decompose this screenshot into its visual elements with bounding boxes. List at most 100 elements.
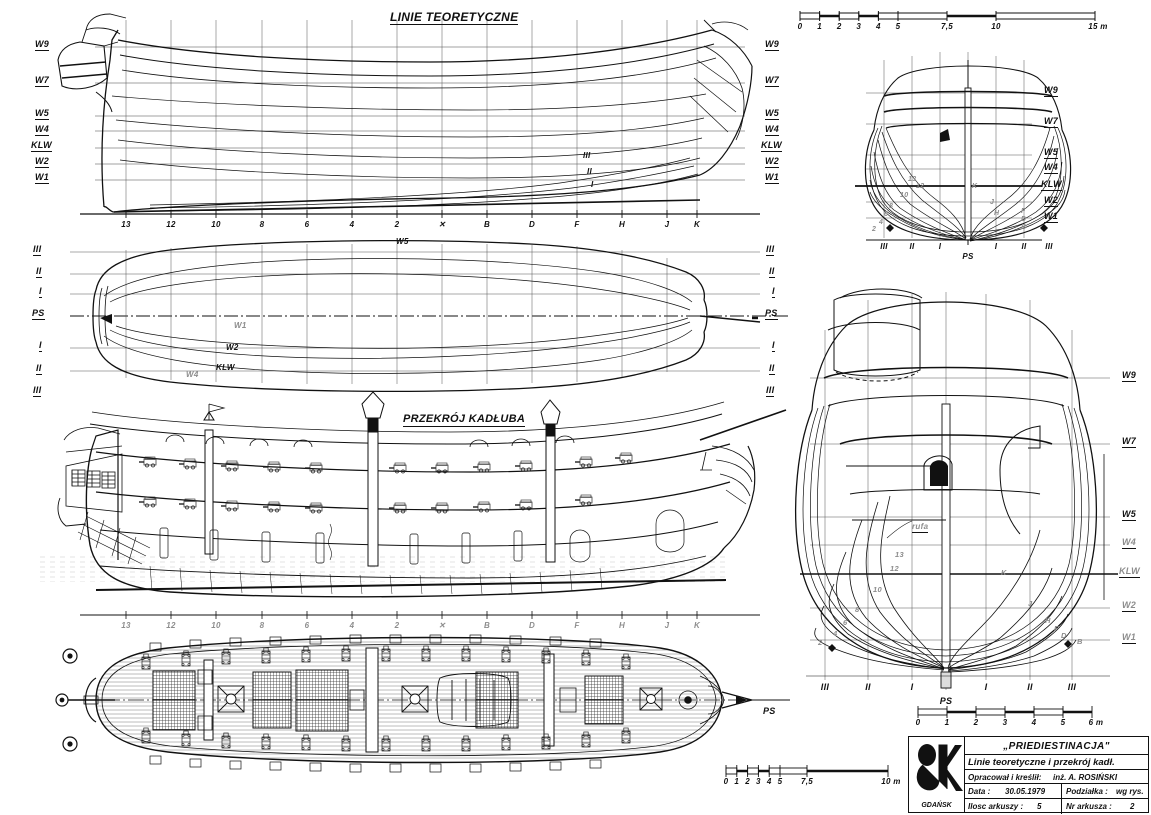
title-block-city: GDAŃSK — [921, 802, 952, 809]
scale-bl-tick-0: 0 — [723, 777, 729, 786]
bpl-waterline-klw: KLW — [1119, 566, 1140, 578]
bpl-waterline-w5: W5 — [1122, 509, 1137, 521]
date-cell: Data : 30.05.1979 — [965, 784, 1063, 798]
title-block-drawing-title-row: Linie teoretyczne i przekrój kadł. — [965, 755, 1148, 770]
scale-top-tick-5: 5 — [895, 22, 901, 31]
bpl-curve-b: B — [1077, 637, 1083, 646]
buttock-label-i-upper-left: I — [39, 286, 42, 298]
buttock-label-iii-lower-left: III — [33, 385, 42, 397]
title-block-sheets-row: Ilosc arkuszy : 5 Nr arkusza : 2 — [965, 799, 1148, 814]
bpl-curve-k: K — [1001, 568, 1007, 577]
bpl-buttock-ii-right: II — [1027, 682, 1033, 692]
scale-bar-top — [799, 11, 1096, 21]
bpl-curve-2: 2 — [818, 638, 823, 647]
bps-waterline-w1: W1 — [1044, 211, 1059, 223]
buttock-label-ii-upper-right: II — [769, 266, 775, 278]
buttock-label-i-lower-left: I — [39, 340, 42, 352]
sheet-no-label: Nr arkusza : — [1066, 802, 1112, 811]
sheet-no-cell: Nr arkusza : 2 — [1061, 799, 1148, 814]
bps-buttock-i-left: I — [938, 242, 942, 251]
bps-curve-f: F — [1021, 208, 1026, 215]
bps-curve-b: B — [1021, 224, 1027, 231]
scale-bl-tick-1: 1 — [734, 777, 740, 786]
bps-curve-6: 6 — [884, 211, 889, 218]
waterline-label-w1-left: W1 — [35, 172, 50, 184]
station-label-4: 4 — [349, 220, 355, 229]
waterline-label-w4-right: W4 — [765, 124, 780, 136]
author-label: Opracował i kreślił: — [968, 773, 1042, 782]
scale-value: wg rys. — [1116, 787, 1144, 796]
scale-bl-tick-7-5: 7,5 — [800, 777, 814, 786]
scale-bp-tick-3: 3 — [1002, 718, 1008, 727]
bpl-curve-4: 4 — [833, 629, 838, 638]
buttock-label-i-lower-right: I — [772, 340, 775, 352]
halfbreadth-label-w5: W5 — [396, 237, 409, 246]
waterline-label-w9-right: W9 — [765, 39, 780, 51]
bps-curve-2: 2 — [872, 226, 877, 233]
bps-curve-8: 8 — [889, 203, 894, 210]
drawing-title: Linie teoretyczne i przekrój kadł. — [968, 757, 1115, 768]
buttock-label-ii-upper-left: II — [36, 266, 42, 278]
bps-curve-10: 10 — [900, 192, 909, 199]
halfbreadth-label-w2: W2 — [226, 343, 239, 352]
station-label-2: 2 — [394, 220, 400, 229]
sheets-value: 5 — [1037, 802, 1042, 811]
scale-bp-tick-1: 1 — [944, 718, 950, 727]
bpl-waterline-w9: W9 — [1122, 370, 1137, 382]
bpl-buttock-iii-right: III — [1067, 682, 1077, 692]
section-station-label-10: 10 — [211, 621, 221, 630]
scale-bp-tick-4: 4 — [1031, 718, 1037, 727]
bps-buttock-ii-left: II — [909, 242, 915, 251]
bps-curve-12: 12 — [916, 183, 925, 190]
sheer-profile-view — [57, 13, 760, 218]
section-station-label-d: D — [528, 621, 536, 630]
bpl-waterline-w7: W7 — [1122, 436, 1137, 448]
scale-bp-tick-0: 0 — [915, 718, 921, 727]
bpl-note-rufa: rufa — [912, 522, 929, 533]
section-station-label-midship: ✕ — [438, 621, 446, 630]
scale-bl-end-label: 10 m — [881, 777, 901, 786]
bps-waterline-w7: W7 — [1044, 116, 1059, 128]
station-label-b: B — [483, 220, 491, 229]
bps-curve-j: J — [990, 199, 995, 206]
bpl-waterline-w1: W1 — [1122, 632, 1137, 644]
section-station-label-6: 6 — [304, 621, 310, 630]
halfbreadth-label-klw: KLW — [216, 363, 235, 372]
heading-lines-plan: LINIE TEORETYCZNE — [390, 10, 519, 25]
bps-centerline-ps: PS — [962, 252, 974, 261]
bps-curve-d: D — [1021, 216, 1027, 223]
section-station-label-f: F — [574, 621, 580, 630]
sheet-no-value: 2 — [1130, 802, 1135, 811]
bps-waterline-w4: W4 — [1044, 162, 1059, 174]
scale-top-tick-7-5: 7,5 — [940, 22, 954, 31]
bpl-curve-d: D — [1061, 631, 1067, 640]
section-station-label-b: B — [483, 621, 491, 630]
bpl-waterline-w4: W4 — [1122, 537, 1137, 549]
section-station-label-4: 4 — [349, 621, 355, 630]
station-label-f: F — [574, 220, 580, 229]
station-label-8: 8 — [259, 220, 265, 229]
buttock-label-ps-left: PS — [32, 308, 45, 320]
buttock-label-ps-right: PS — [765, 308, 778, 320]
scale-bl-tick-3: 3 — [756, 777, 761, 786]
bpl-waterline-w2: W2 — [1122, 600, 1137, 612]
bpl-curve-12: 12 — [890, 564, 899, 573]
waterline-label-w7-right: W7 — [765, 75, 780, 87]
waterline-label-w7-left: W7 — [35, 75, 50, 87]
bps-buttock-i-right: I — [994, 242, 998, 251]
scale-bl-tick-5: 5 — [777, 777, 783, 786]
scale-bl-tick-2: 2 — [745, 777, 750, 786]
author-value: inż. A. ROSIŃSKI — [1053, 773, 1118, 782]
buttock-label-iii-upper-left: III — [33, 244, 42, 256]
station-label-midship: ✕ — [438, 220, 446, 229]
scale-cell: Podziałka : wg rys. — [1061, 784, 1148, 798]
bps-waterline-w9: W9 — [1044, 85, 1059, 97]
bpl-centerline-ps: PS — [939, 696, 953, 706]
section-station-label-j: J — [664, 621, 670, 630]
profile-buttock-label-iii: III — [583, 151, 591, 160]
hull-longitudinal-section-view — [40, 391, 787, 619]
scale-top-tick-2: 2 — [836, 22, 842, 31]
section-station-label-2: 2 — [394, 621, 400, 630]
bps-curve-13: 13 — [908, 176, 917, 183]
waterline-label-w9-left: W9 — [35, 39, 50, 51]
